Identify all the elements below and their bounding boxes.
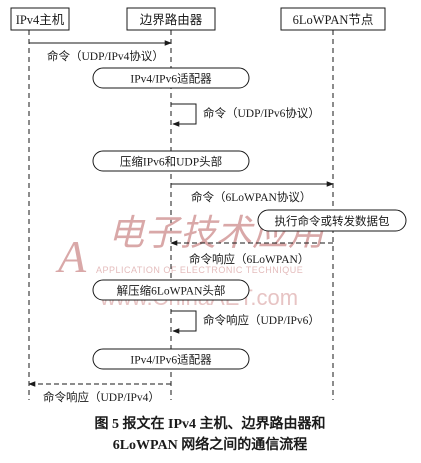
self-arrow-cmd-udp-ipv6 bbox=[171, 103, 197, 127]
activity-adapter-2: IPv4/IPv6适配器 bbox=[92, 348, 250, 370]
participant-edge-router: 边界路由器 bbox=[126, 7, 216, 31]
caption-line-2: 6LoWPAN 网络之间的通信流程 bbox=[113, 436, 308, 453]
self-arrow-resp-udp-ipv6 bbox=[171, 310, 197, 334]
participant-6lowpan-node: 6LoWPAN节点 bbox=[280, 7, 386, 31]
activity-adapter-2-label: IPv4/IPv6适配器 bbox=[130, 354, 212, 367]
watermark-tagline: APPLICATION OF ELECTRONIC TECHNIQUE bbox=[96, 265, 303, 275]
label-cmd-udp-ipv4: 命令（UDP/IPv4协议） bbox=[47, 49, 164, 63]
label-resp-udp-ipv4: 命令响应（UDP/IPv4） bbox=[43, 390, 160, 404]
label-cmd-udp-ipv6: 命令（UDP/IPv6协议） bbox=[203, 106, 320, 120]
activity-compress-headers: 压缩IPv6和UDP头部 bbox=[92, 150, 250, 172]
caption-line-1: 图 5 报文在 IPv4 主机、边界路由器和 bbox=[95, 415, 326, 432]
participant-6lowpan-node-label: 6LoWPAN节点 bbox=[293, 13, 374, 27]
participant-ipv4-host: IPv4主机 bbox=[10, 7, 70, 31]
watermark-logo-letter: A bbox=[55, 231, 87, 282]
label-resp-6lowpan: 命令响应（6LoWPAN） bbox=[189, 252, 309, 266]
participant-edge-router-label: 边界路由器 bbox=[140, 12, 203, 27]
activity-adapter-1-label: IPv4/IPv6适配器 bbox=[130, 73, 212, 86]
activity-compress-headers-label: 压缩IPv6和UDP头部 bbox=[120, 155, 222, 169]
activity-decompress-header-label: 解压缩6LoWPAN头部 bbox=[117, 284, 226, 298]
label-cmd-6lowpan: 命令（6LoWPAN协议） bbox=[191, 190, 311, 204]
activity-decompress-header: 解压缩6LoWPAN头部 bbox=[92, 279, 250, 301]
activity-execute-or-forward: 执行命令或转发数据包 bbox=[257, 209, 407, 232]
participant-ipv4-host-label: IPv4主机 bbox=[16, 13, 65, 27]
activity-adapter-1: IPv4/IPv6适配器 bbox=[92, 67, 250, 89]
label-resp-udp-ipv6: 命令响应（UDP/IPv6） bbox=[203, 313, 320, 327]
activity-execute-or-forward-label: 执行命令或转发数据包 bbox=[275, 214, 390, 228]
